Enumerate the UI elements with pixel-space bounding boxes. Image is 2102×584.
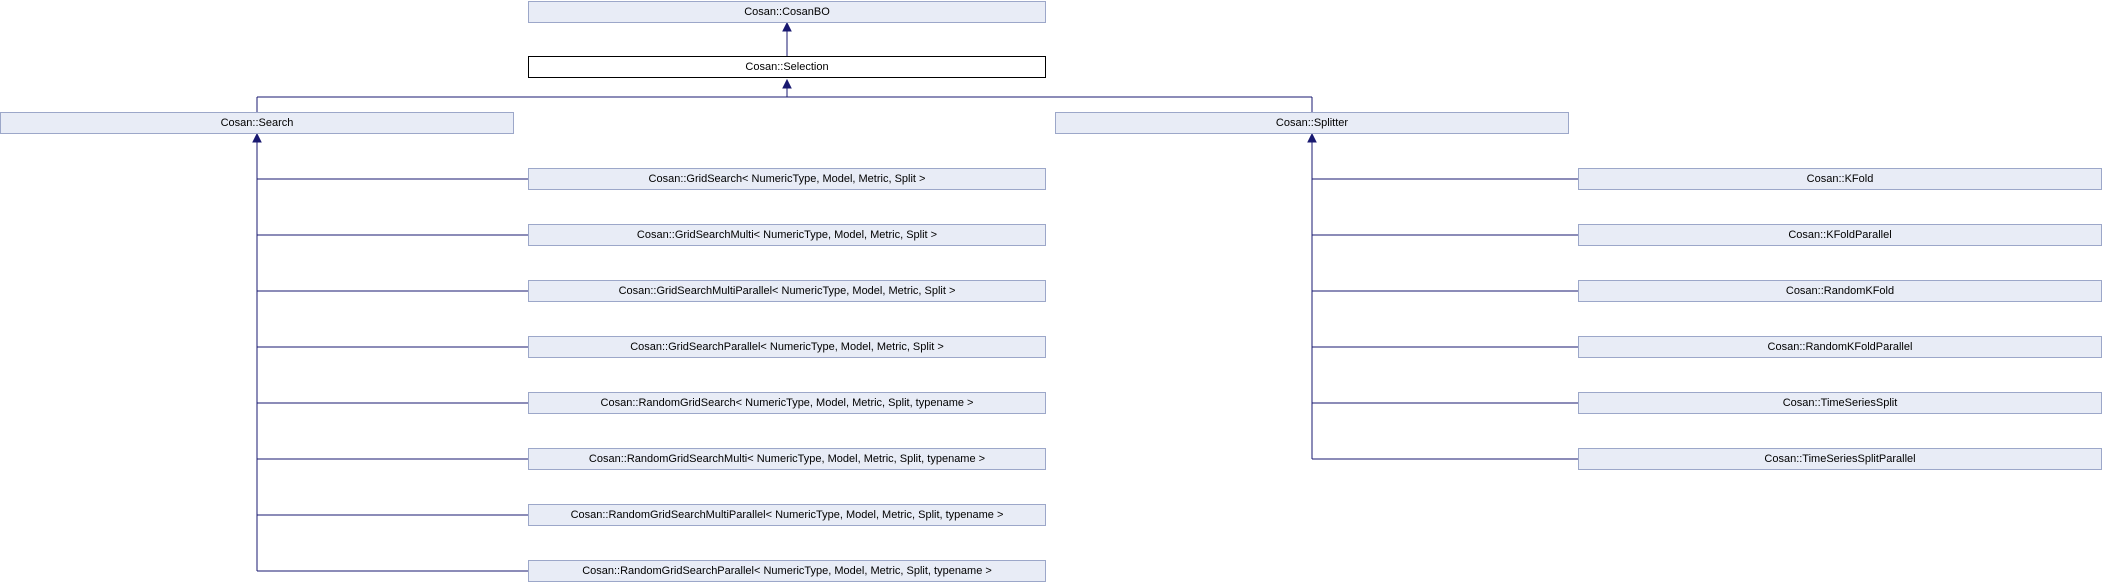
arrowhead-to-selection [782,78,792,89]
node-randomkfold[interactable]: Cosan::RandomKFold [1578,280,2102,302]
node-splitter[interactable]: Cosan::Splitter [1055,112,1569,134]
node-gridsearchmulti[interactable]: Cosan::GridSearchMulti< NumericType, Mod… [528,224,1046,246]
node-randomkfoldparallel[interactable]: Cosan::RandomKFoldParallel [1578,336,2102,358]
node-selection-current: Cosan::Selection [528,56,1046,78]
node-gridsearchmultiparallel[interactable]: Cosan::GridSearchMultiParallel< NumericT… [528,280,1046,302]
node-search[interactable]: Cosan::Search [0,112,514,134]
node-randomgridsearchmultiparallel[interactable]: Cosan::RandomGridSearchMultiParallel< Nu… [528,504,1046,526]
node-randomgridsearchmulti[interactable]: Cosan::RandomGridSearchMulti< NumericTyp… [528,448,1046,470]
node-kfold[interactable]: Cosan::KFold [1578,168,2102,190]
node-kfoldparallel[interactable]: Cosan::KFoldParallel [1578,224,2102,246]
node-randomgridsearchparallel[interactable]: Cosan::RandomGridSearchParallel< Numeric… [528,560,1046,582]
arrowhead-to-splitter [1307,132,1317,143]
arrowhead-to-cosanbo [782,21,792,32]
node-gridsearch[interactable]: Cosan::GridSearch< NumericType, Model, M… [528,168,1046,190]
node-gridsearchparallel[interactable]: Cosan::GridSearchParallel< NumericType, … [528,336,1046,358]
node-timeseriessplitparallel[interactable]: Cosan::TimeSeriesSplitParallel [1578,448,2102,470]
arrowhead-to-search [252,132,262,143]
node-timeseriessplit[interactable]: Cosan::TimeSeriesSplit [1578,392,2102,414]
node-randomgridsearch[interactable]: Cosan::RandomGridSearch< NumericType, Mo… [528,392,1046,414]
node-cosanbo[interactable]: Cosan::CosanBO [528,1,1046,23]
